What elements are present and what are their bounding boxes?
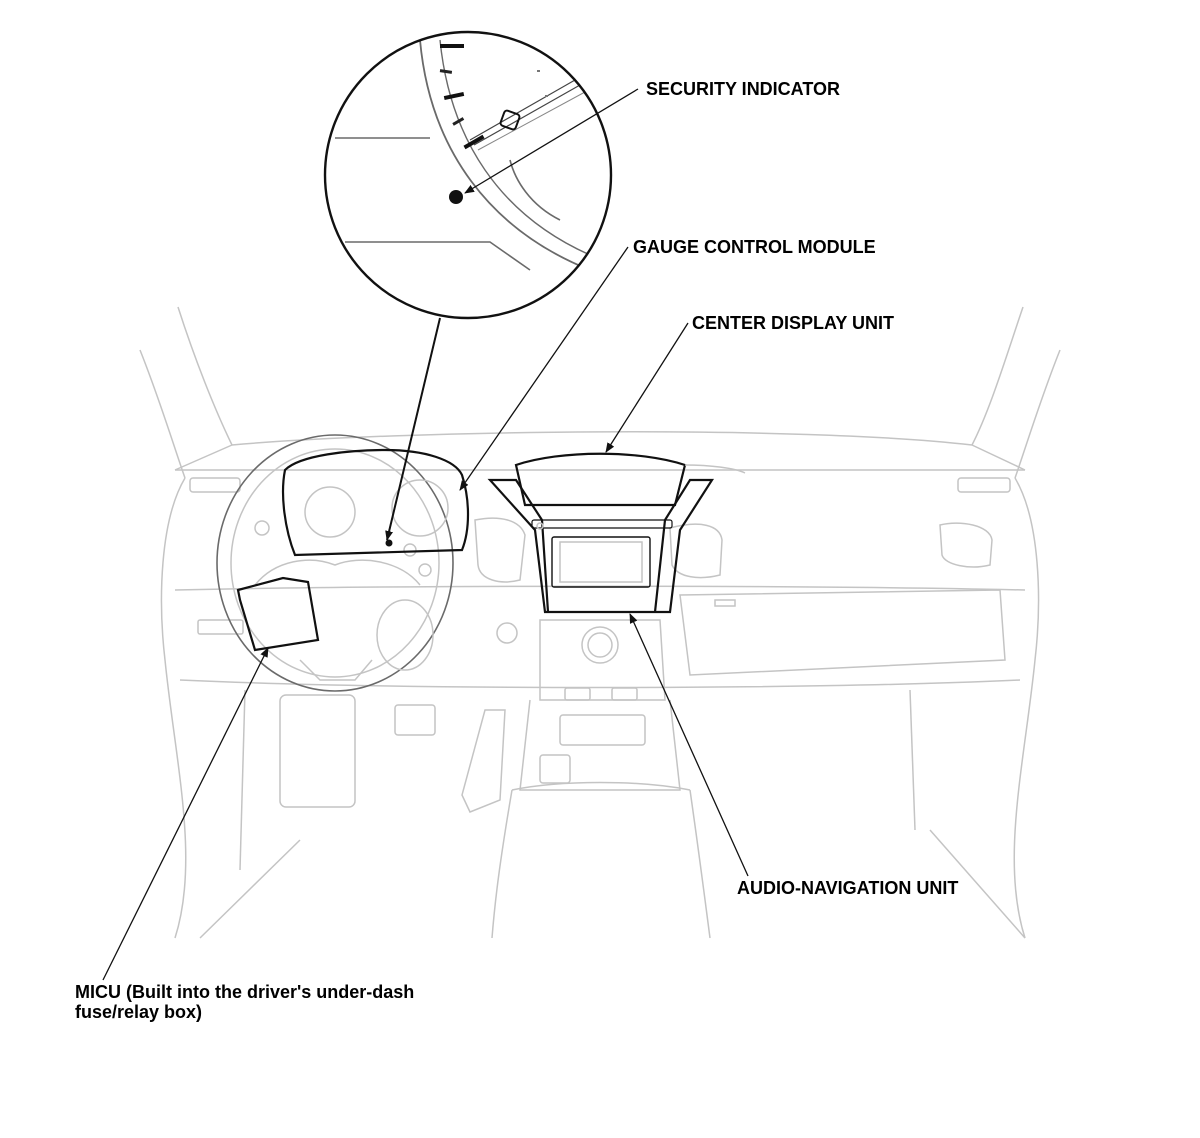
micu-box <box>236 576 320 652</box>
leader-audio-navigation-unit <box>629 613 749 877</box>
label-center-display-unit: CENTER DISPLAY UNIT <box>692 313 895 333</box>
leader-gauge-control-module <box>459 246 629 491</box>
leader-zoom-to-cluster <box>385 317 441 541</box>
label-security-indicator: SECURITY INDICATOR <box>646 79 841 99</box>
leader-center-display-unit <box>605 322 689 453</box>
zoom-callout <box>323 30 613 320</box>
leader-micu <box>102 647 269 981</box>
gauge-control-module <box>281 448 470 557</box>
label-gauge-control-module: GAUGE CONTROL MODULE <box>633 237 876 257</box>
label-micu: MICU (Built into the driver's under-dash… <box>75 982 495 1022</box>
leader-security-indicator <box>464 88 639 194</box>
steering-wheel <box>216 434 454 692</box>
label-micu-line1: MICU (Built into the driver's under-dash <box>75 982 415 1002</box>
audio-navigation-unit <box>487 478 715 614</box>
center-display-unit <box>514 452 746 507</box>
leader-lines <box>102 88 749 981</box>
cabin-outline <box>139 306 1061 939</box>
label-micu-line2: fuse/relay box) <box>75 1002 203 1022</box>
label-audio-navigation-unit: AUDIO-NAVIGATION UNIT <box>737 878 959 898</box>
